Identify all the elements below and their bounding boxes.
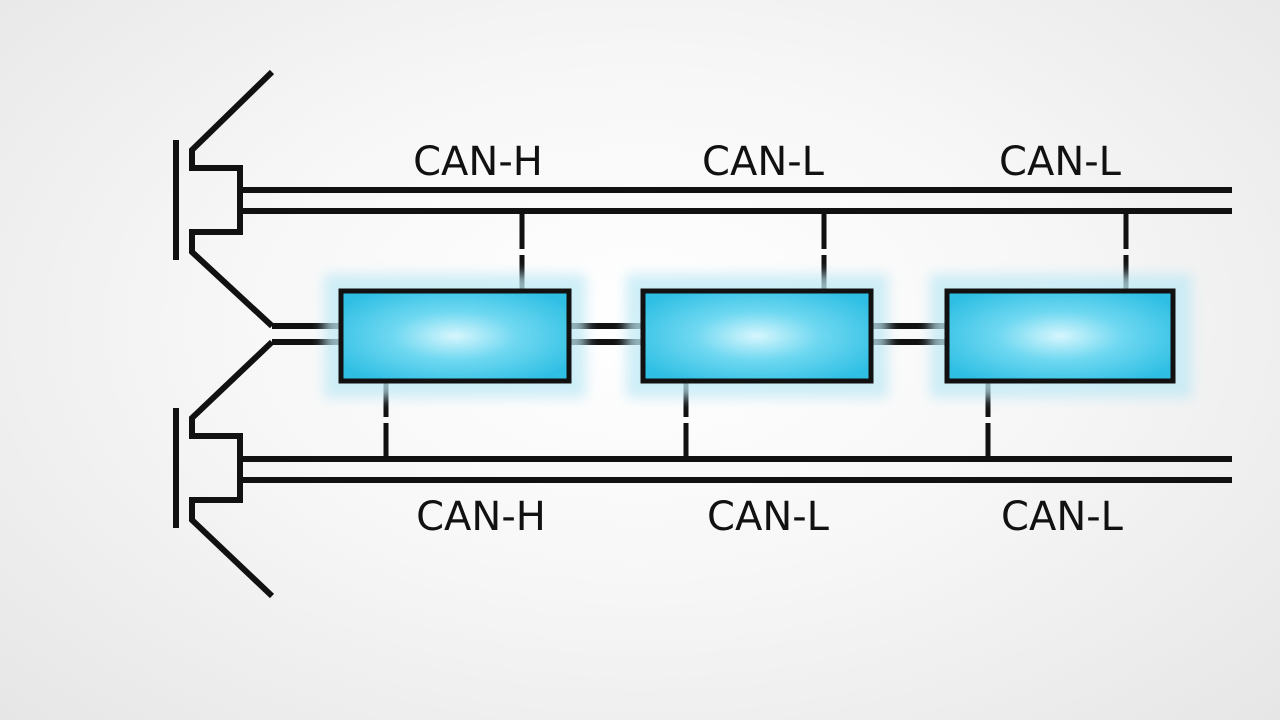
top-bus-label-1: CAN-H xyxy=(413,139,543,185)
connector-bottom-icon xyxy=(173,339,275,599)
node-2 xyxy=(626,274,888,398)
bottom-bus xyxy=(240,456,1232,483)
bottom-bus-label-1: CAN-H xyxy=(416,494,546,540)
node-3 xyxy=(930,274,1192,398)
top-bus-label-2: CAN-L xyxy=(702,139,825,185)
bottom-bus-label-2: CAN-L xyxy=(707,494,830,540)
bottom-bus-label-3: CAN-L xyxy=(1001,494,1124,540)
top-bus xyxy=(240,187,1232,214)
node-1 xyxy=(324,274,586,398)
connector-top-icon xyxy=(173,69,275,329)
top-bus-label-3: CAN-L xyxy=(999,139,1122,185)
